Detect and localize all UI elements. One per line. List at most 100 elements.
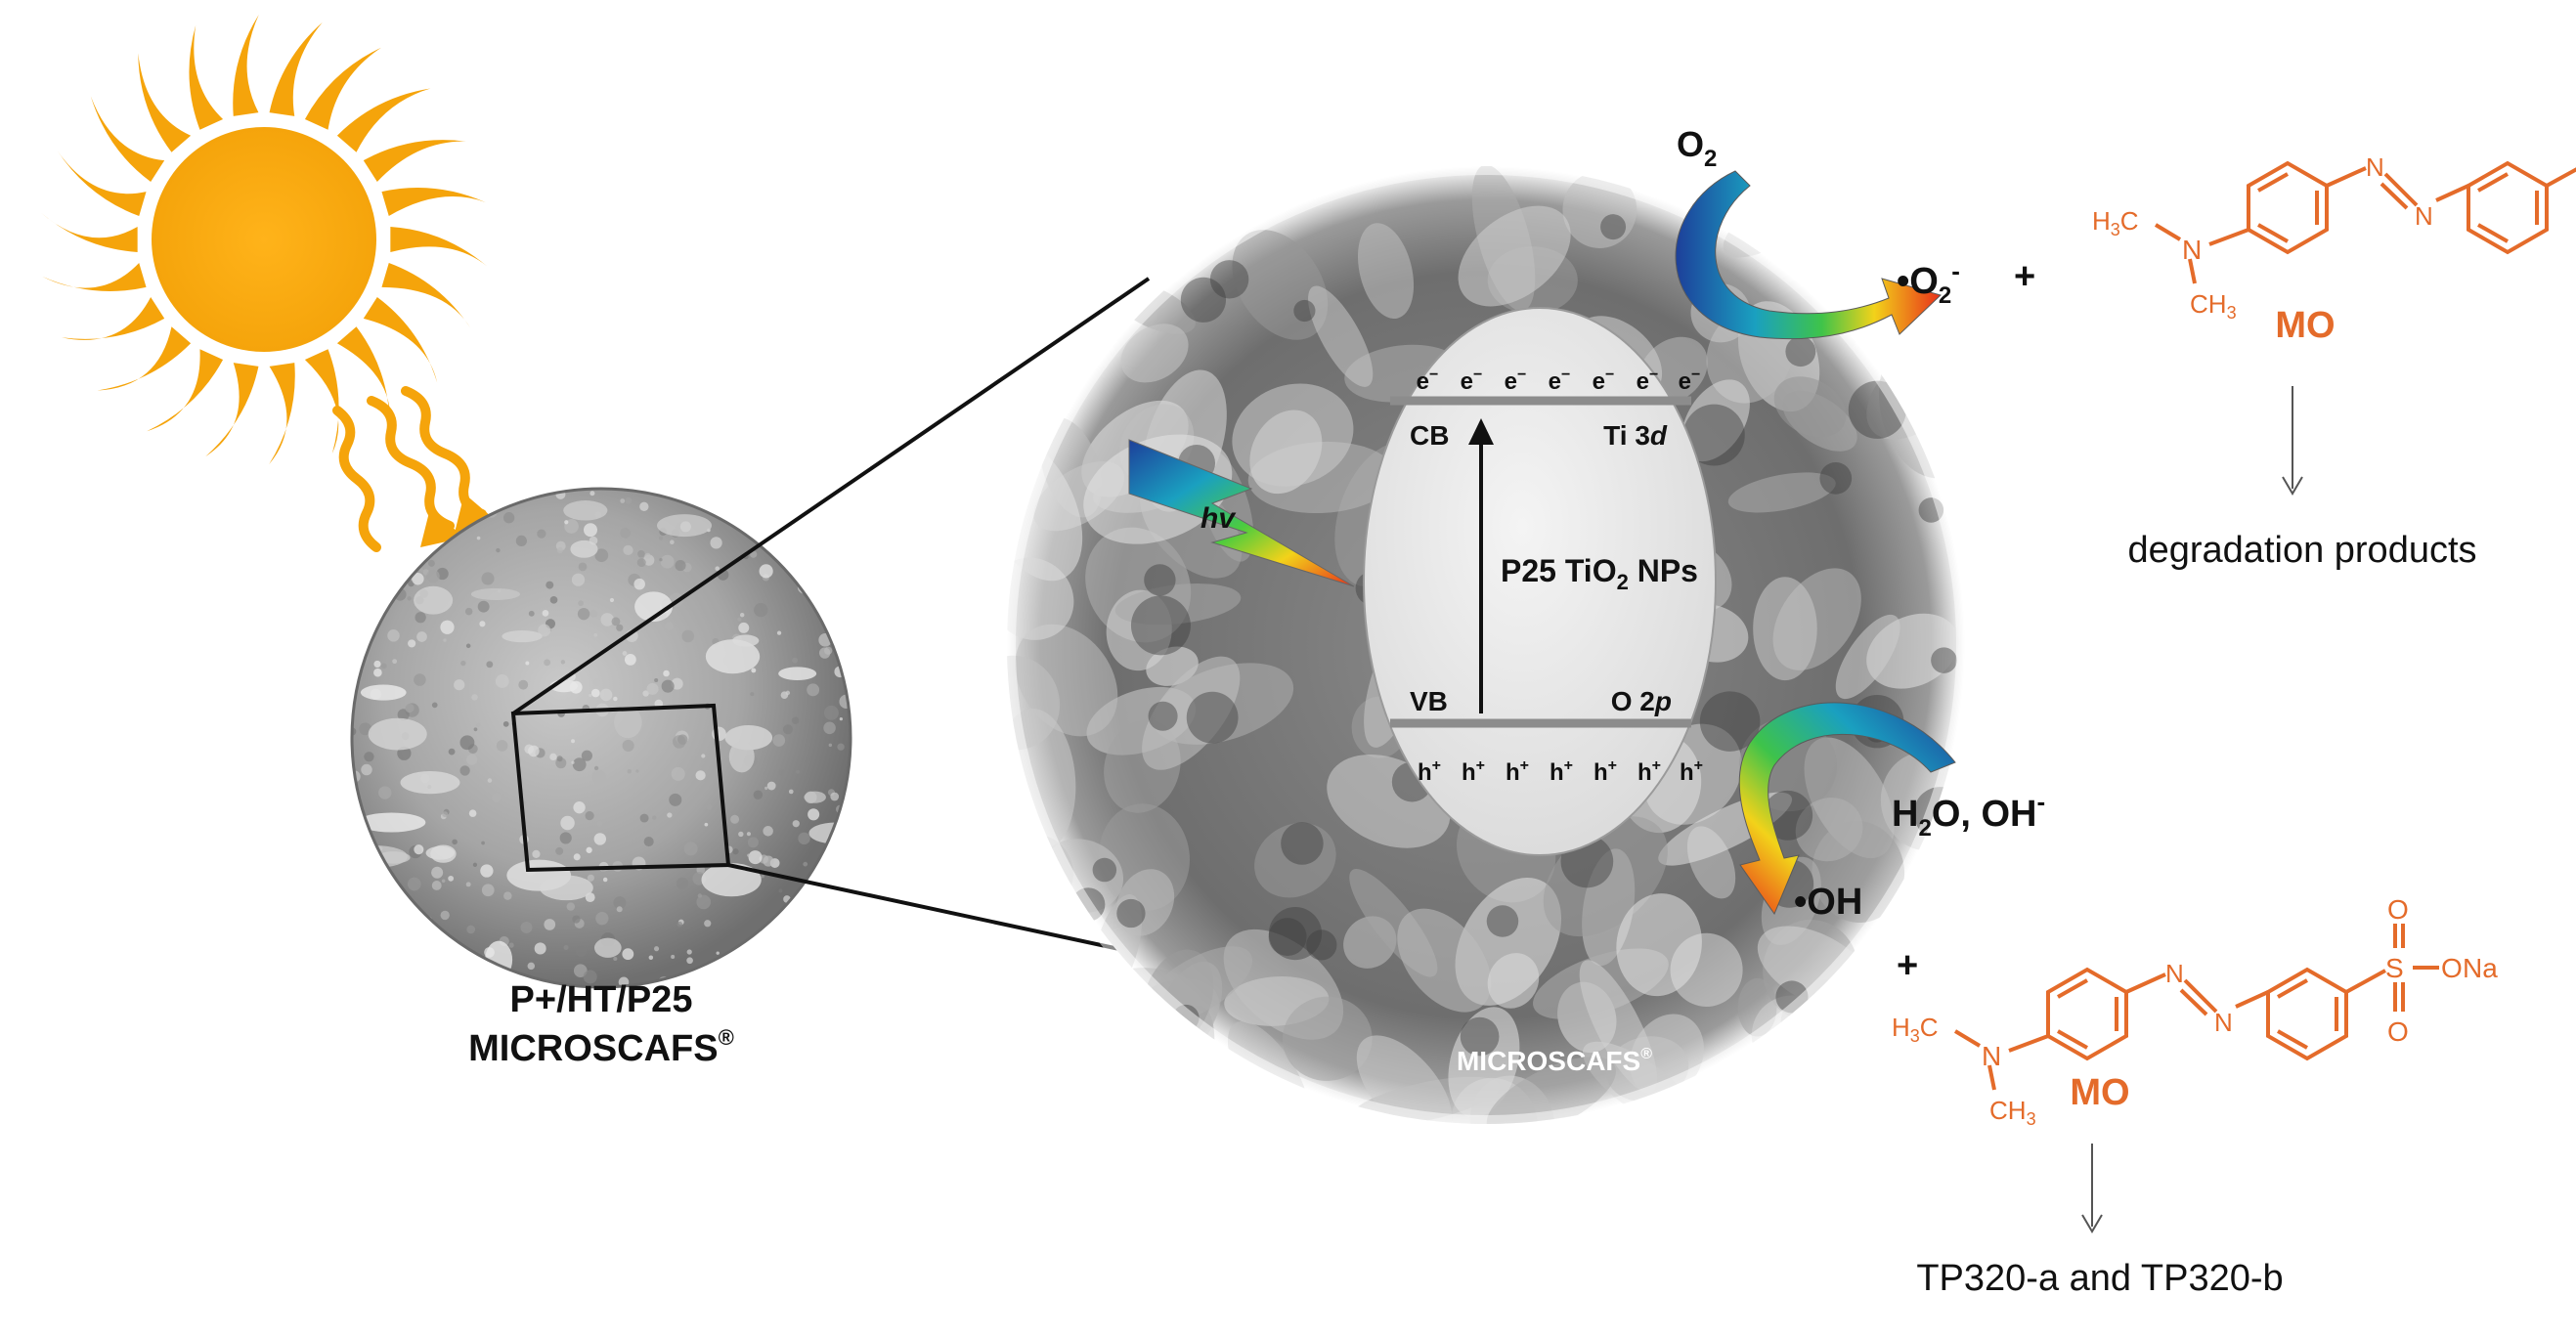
sphere-grain <box>676 877 689 890</box>
sem-blob <box>1232 230 1329 340</box>
sphere-grain <box>589 693 592 698</box>
sphere-grain <box>464 607 473 616</box>
sem-blob <box>1487 953 1540 1009</box>
sem-blob <box>1114 583 1242 626</box>
sun-ray <box>205 363 259 457</box>
sphere-grain <box>643 837 654 847</box>
sem-blob <box>1773 376 1847 438</box>
sphere-grain <box>748 850 763 865</box>
sphere-grain <box>486 661 494 669</box>
sem-pore <box>1043 203 1102 263</box>
sphere-grain <box>782 724 793 735</box>
sphere-grain <box>487 778 493 783</box>
sphere-grain <box>737 617 742 622</box>
sem-pore <box>1785 336 1816 367</box>
sem-blob <box>1616 893 1702 997</box>
sphere-grain <box>578 600 584 607</box>
vb-label: VB <box>1410 686 1448 716</box>
sample-name-line1: P+/HT/P25 <box>510 979 693 1020</box>
sphere-particle <box>425 845 455 860</box>
sample-name-line2: MICROSCAFS® <box>468 1025 734 1069</box>
sphere-grain <box>836 975 843 982</box>
np-label: P25 TiO2 NPs <box>1501 553 1698 594</box>
sphere-grain <box>778 888 783 893</box>
sphere-grain <box>788 789 794 795</box>
sphere-grain <box>355 499 364 508</box>
sphere-grain <box>592 678 600 686</box>
hole: h+ <box>1462 757 1485 786</box>
sphere-grain <box>571 760 575 764</box>
sun-ray <box>97 326 192 391</box>
sphere-grain <box>384 567 390 572</box>
sphere-grain <box>697 893 703 898</box>
sphere-grain <box>495 674 509 688</box>
sphere-grain <box>387 629 400 642</box>
sphere-grain <box>352 652 364 665</box>
sem-blob <box>1007 281 1074 373</box>
sphere-grain <box>636 558 646 568</box>
plus-top: + <box>2014 256 2035 297</box>
sphere-grain <box>660 554 675 569</box>
o2p-label: O 2p <box>1611 686 1672 716</box>
sphere-grain <box>431 866 444 879</box>
sphere-grain <box>834 628 840 633</box>
sphere-grain <box>593 765 599 771</box>
sphere-grain <box>593 632 598 637</box>
sphere-grain <box>769 925 783 938</box>
sphere-grain <box>431 881 442 890</box>
sphere-grain <box>564 520 569 525</box>
sun-ray <box>57 151 147 217</box>
sphere-grain <box>587 874 594 882</box>
electron: e− <box>1417 367 1439 395</box>
sphere-grain <box>502 720 509 727</box>
sphere-grain <box>360 899 368 907</box>
sem-blob <box>1254 822 1336 898</box>
sphere-grain <box>560 660 566 665</box>
sphere-grain <box>459 765 470 776</box>
sphere-grain <box>556 546 564 554</box>
sphere-grain <box>571 573 586 586</box>
electron: e− <box>1549 367 1571 395</box>
sphere-grain <box>377 585 383 591</box>
tp320-arrowhead <box>2081 1214 2103 1233</box>
sphere-grain <box>448 748 456 756</box>
sphere-grain <box>671 677 683 690</box>
sphere-grain <box>503 891 512 900</box>
sphere-grain <box>627 768 633 774</box>
degradation-products-label: degradation products <box>2127 530 2476 571</box>
sem-blob <box>1282 996 1373 1081</box>
sem-blob <box>1795 798 1863 862</box>
sem-pore <box>1938 166 1964 190</box>
sphere-grain <box>407 596 412 601</box>
sun-ray <box>62 297 165 340</box>
sphere-grain <box>581 750 592 761</box>
sphere-grain <box>479 621 486 627</box>
sphere-grain <box>710 537 722 549</box>
sem-blob <box>1069 1007 1157 1101</box>
sphere-grain <box>560 815 575 831</box>
sphere-grain <box>583 970 597 984</box>
sphere-grain <box>739 612 745 618</box>
sphere-grain <box>593 833 607 845</box>
sphere-particle <box>470 587 520 600</box>
sphere-grain <box>835 575 841 580</box>
sphere-grain <box>496 547 501 553</box>
sem-blob <box>1007 961 1040 1063</box>
sphere-grain <box>481 572 495 585</box>
sphere-grain <box>471 694 478 701</box>
sphere-grain <box>639 501 649 511</box>
sphere-grain <box>425 942 440 958</box>
sem-pore <box>1016 1025 1070 1080</box>
sphere-grain <box>609 597 615 603</box>
mo-label-bottom: MO <box>2070 1072 2129 1113</box>
sphere-grain <box>542 609 549 617</box>
mo-molecule-top: S O O O Na N N N H3C CH3 <box>2092 152 2576 323</box>
sem-pore <box>1180 277 1227 323</box>
sphere-grain <box>589 609 598 618</box>
sem-pore <box>1209 260 1249 299</box>
sphere-grain <box>827 537 837 545</box>
sphere-grain <box>677 734 688 745</box>
sem-blob <box>1681 379 1750 462</box>
sphere-grain <box>738 622 750 633</box>
sphere-grain <box>842 950 851 960</box>
